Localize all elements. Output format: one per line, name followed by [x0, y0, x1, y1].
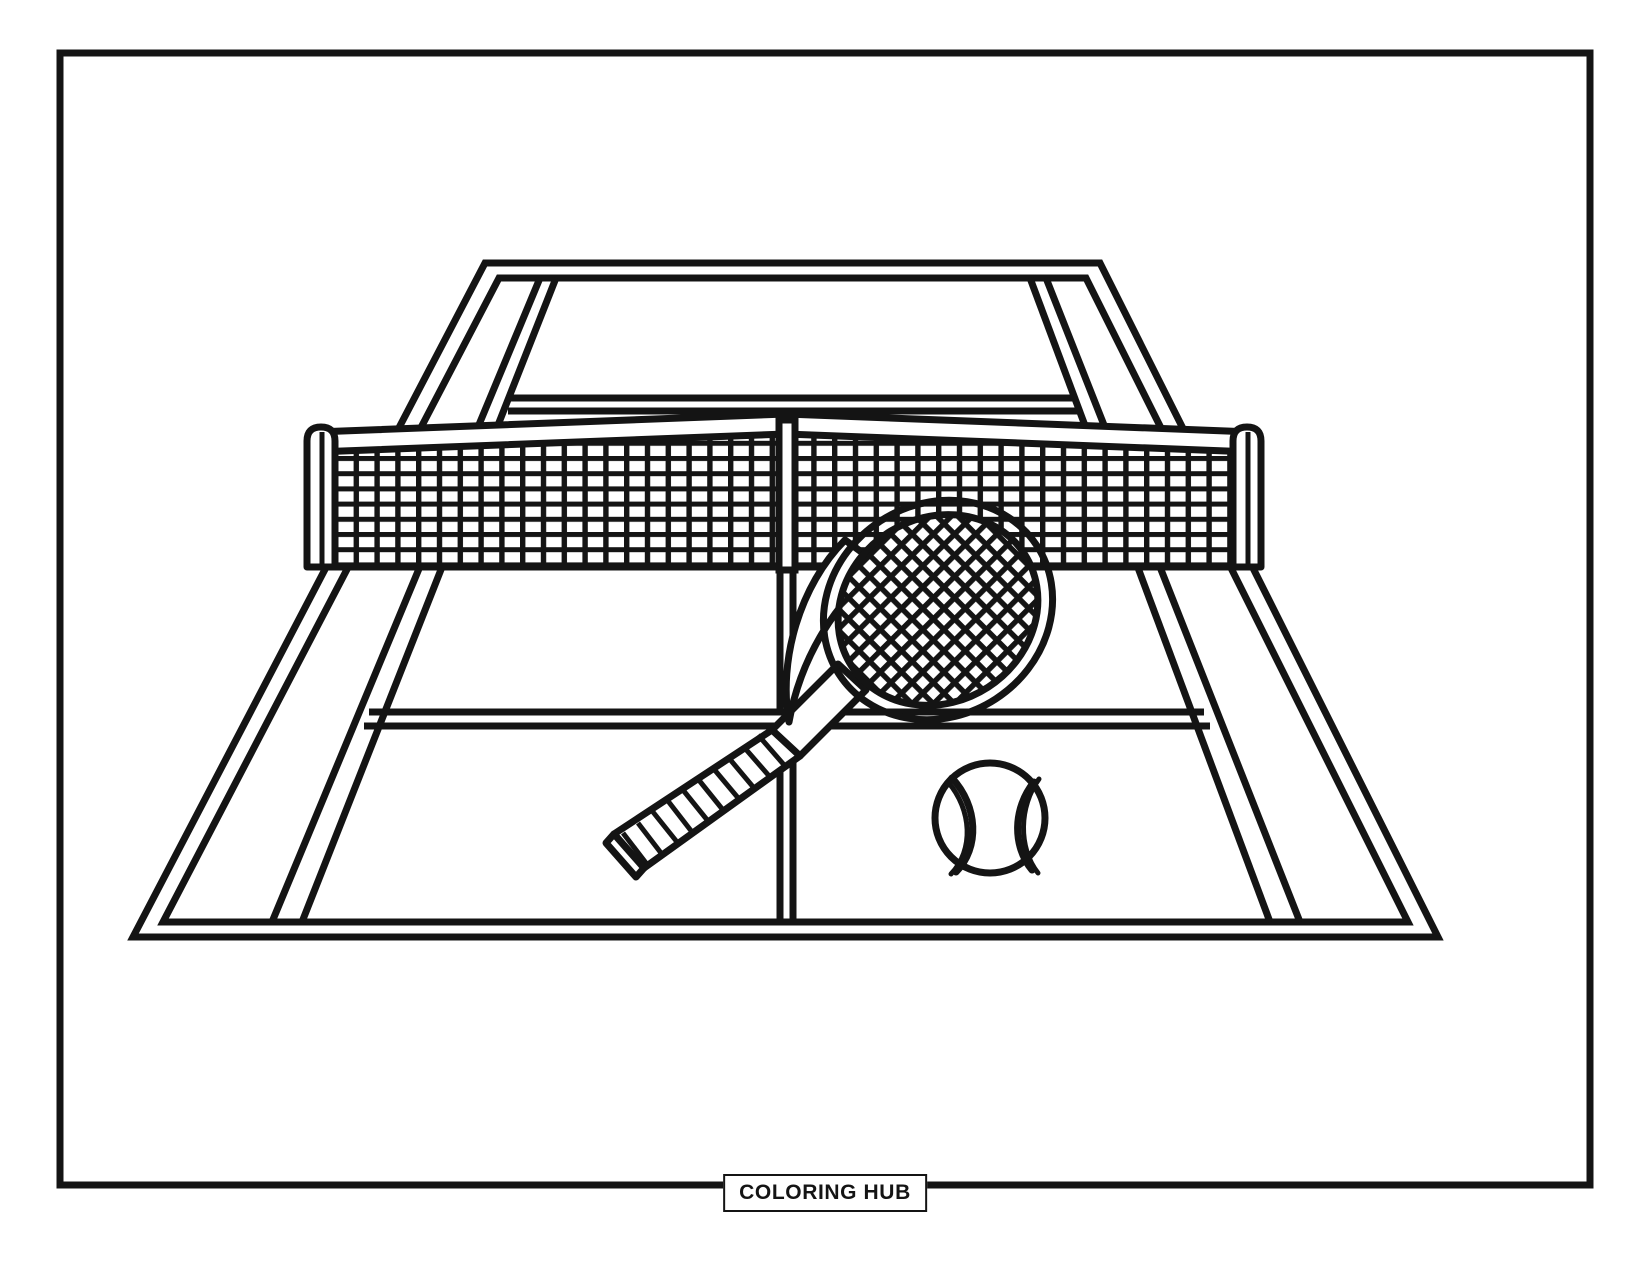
racket-butt-cap: [602, 830, 648, 881]
tennis-ball: [931, 759, 1049, 877]
racket-grip-bands: [621, 733, 787, 865]
court-outer-boundary-inner: [157, 274, 1414, 926]
singles-sideline-left: [268, 276, 544, 924]
brand-label-text: COLORING HUB: [739, 1181, 911, 1204]
singles-sideline-right-inner: [1026, 276, 1274, 924]
brand-label: COLORING HUB: [723, 1174, 927, 1212]
court-group: [127, 259, 1444, 941]
net-center-strap: [775, 416, 799, 574]
singles-sideline-right: [1042, 276, 1304, 924]
ball-seam-right: [1014, 778, 1038, 874]
singles-sideline-left-inner: [298, 276, 560, 924]
ball-seam-left: [948, 774, 977, 876]
racket-head-inner-rim: [834, 511, 1042, 709]
ball-seam-left-2: [945, 779, 970, 877]
ball-seam-right-2: [1021, 776, 1042, 876]
tennis-net: [303, 410, 1265, 574]
net-mesh-left: [330, 434, 779, 567]
racket-head-outer-rim: [819, 496, 1057, 724]
court-outer-boundary: [127, 259, 1444, 941]
